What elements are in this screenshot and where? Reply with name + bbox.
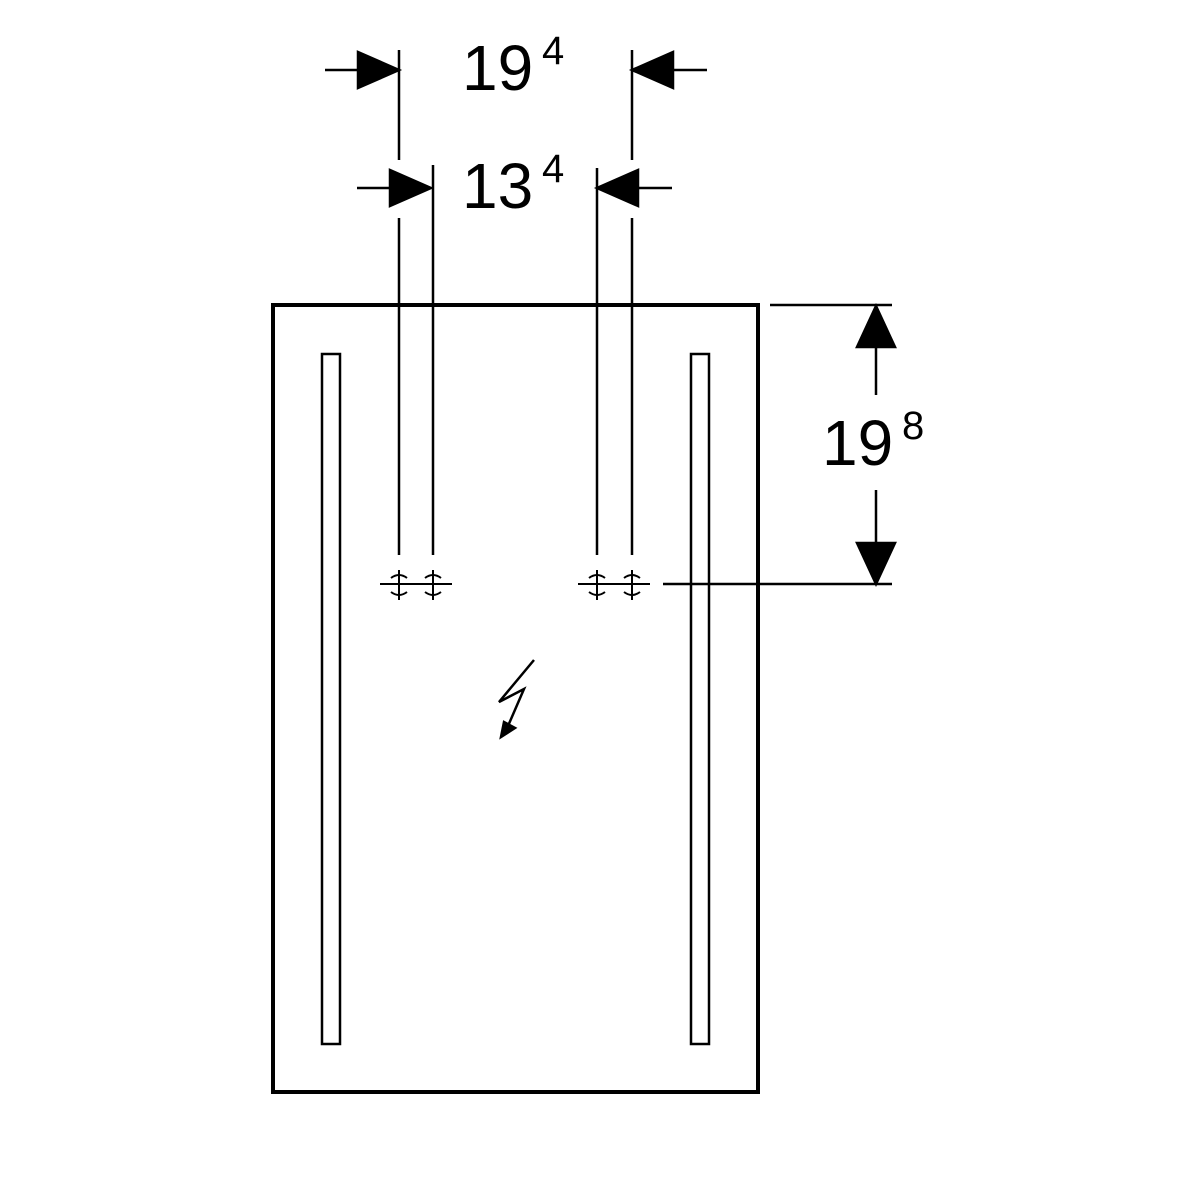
dimension-label-top-inner: 13 4 bbox=[462, 147, 564, 222]
dimension-right-height-lines bbox=[663, 303, 897, 587]
dimension-top-outer-main: 19 bbox=[462, 32, 533, 104]
connection-points bbox=[380, 570, 650, 600]
mirror-outline bbox=[271, 303, 760, 1094]
wall-anchor-icon bbox=[578, 570, 650, 600]
lightning-bolt-icon bbox=[498, 659, 535, 740]
dimension-right-height-sup: 8 bbox=[902, 404, 924, 448]
wall-anchor-icon bbox=[380, 570, 452, 600]
dimension-top-inner-arrows bbox=[357, 168, 672, 208]
dimension-label-top-outer: 19 4 bbox=[462, 29, 564, 104]
dimension-top-inner-main: 13 bbox=[462, 150, 533, 222]
left-light-strip bbox=[320, 352, 342, 1046]
dimension-top-outer-sup: 4 bbox=[542, 29, 564, 73]
right-extension-lines bbox=[595, 50, 634, 555]
dimension-top-inner-sup: 4 bbox=[542, 147, 564, 191]
dimension-top-outer-arrows bbox=[325, 50, 707, 90]
right-light-strip bbox=[689, 352, 711, 1046]
dimension-right-height-main: 19 bbox=[822, 407, 893, 479]
dimension-label-right-height: 19 8 bbox=[822, 404, 924, 479]
left-extension-lines bbox=[397, 50, 435, 555]
